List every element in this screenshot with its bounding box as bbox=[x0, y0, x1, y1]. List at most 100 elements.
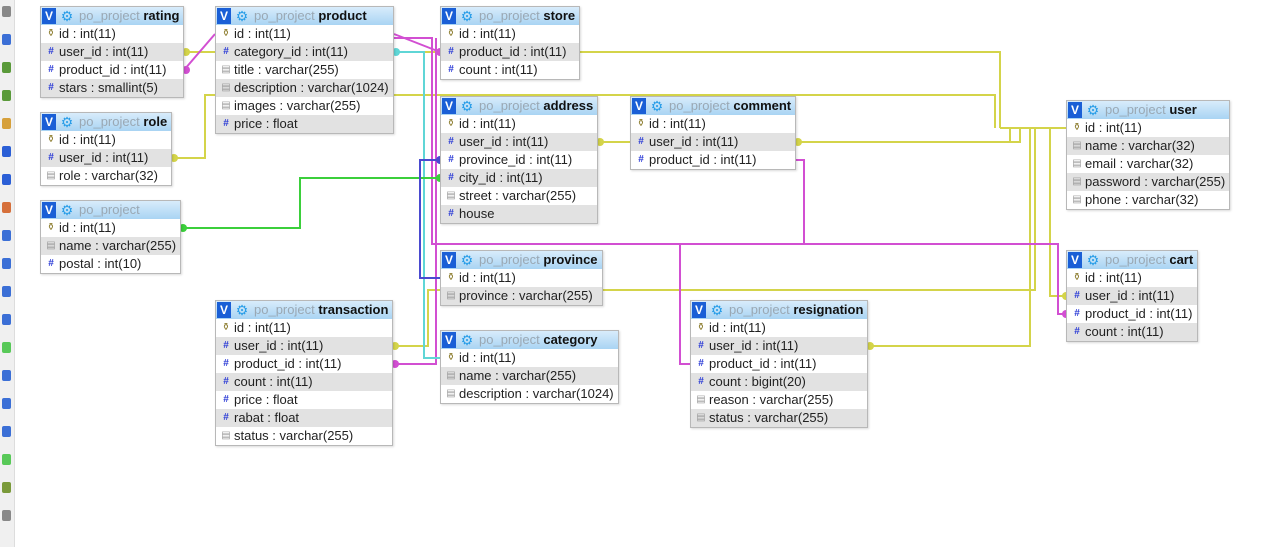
column-row[interactable]: #user_id : int(11) bbox=[441, 133, 598, 151]
table-role[interactable]: V⚙po_project role⚱id : int(11)#user_id :… bbox=[40, 112, 173, 186]
sidebar-tool-icon[interactable] bbox=[2, 370, 11, 381]
table-address[interactable]: V⚙po_project address⚱id : int(11)#user_i… bbox=[440, 96, 599, 224]
table-header[interactable]: V⚙po_project product bbox=[216, 7, 393, 25]
sidebar-tool-icon[interactable] bbox=[2, 426, 11, 437]
column-row[interactable]: ⚱id : int(11) bbox=[691, 319, 868, 337]
sidebar-tool-icon[interactable] bbox=[2, 118, 11, 129]
toggle-columns-icon[interactable]: V bbox=[42, 114, 56, 130]
table-province[interactable]: V⚙po_project province⚱id : int(11)▤provi… bbox=[440, 250, 603, 306]
table-comment[interactable]: V⚙po_project comment⚱id : int(11)#user_i… bbox=[630, 96, 797, 170]
table-cart[interactable]: V⚙po_project cart⚱id : int(11)#user_id :… bbox=[1066, 250, 1199, 342]
sidebar-tool-icon[interactable] bbox=[2, 454, 11, 465]
column-row[interactable]: #user_id : int(11) bbox=[216, 337, 393, 355]
gear-icon[interactable]: ⚙ bbox=[1086, 102, 1100, 118]
table-city[interactable]: V⚙po_project ⚱id : int(11)▤name : varcha… bbox=[40, 200, 182, 274]
table-store[interactable]: V⚙po_project store⚱id : int(11)#product_… bbox=[440, 6, 581, 80]
column-row[interactable]: ▤name : varchar(255) bbox=[441, 367, 618, 385]
column-row[interactable]: ▤status : varchar(255) bbox=[691, 409, 868, 427]
sidebar-tool-icon[interactable] bbox=[2, 286, 11, 297]
table-rating[interactable]: V⚙po_project rating⚱id : int(11)#user_id… bbox=[40, 6, 185, 98]
column-row[interactable]: #count : bigint(20) bbox=[691, 373, 868, 391]
column-row[interactable]: ▤password : varchar(255) bbox=[1067, 173, 1230, 191]
column-row[interactable]: #product_id : int(11) bbox=[41, 61, 184, 79]
column-row[interactable]: #count : int(11) bbox=[1067, 323, 1198, 341]
column-row[interactable]: ▤name : varchar(32) bbox=[1067, 137, 1230, 155]
gear-icon[interactable]: ⚙ bbox=[60, 202, 74, 218]
toggle-columns-icon[interactable]: V bbox=[442, 252, 456, 268]
column-row[interactable]: #user_id : int(11) bbox=[41, 149, 172, 167]
column-row[interactable]: #postal : int(10) bbox=[41, 255, 181, 273]
gear-icon[interactable]: ⚙ bbox=[460, 252, 474, 268]
column-row[interactable]: ⚱id : int(11) bbox=[1067, 119, 1230, 137]
column-row[interactable]: ▤name : varchar(255) bbox=[41, 237, 181, 255]
column-row[interactable]: #count : int(11) bbox=[441, 61, 580, 79]
table-header[interactable]: V⚙po_project role bbox=[41, 113, 172, 131]
sidebar-tool-icon[interactable] bbox=[2, 230, 11, 241]
column-row[interactable]: ⚱id : int(11) bbox=[1067, 269, 1198, 287]
column-row[interactable]: ▤province : varchar(255) bbox=[441, 287, 602, 305]
column-row[interactable]: ▤description : varchar(1024) bbox=[216, 79, 393, 97]
column-row[interactable]: ⚱id : int(11) bbox=[441, 25, 580, 43]
table-header[interactable]: V⚙po_project province bbox=[441, 251, 602, 269]
table-resignation[interactable]: V⚙po_project resignation⚱id : int(11)#us… bbox=[690, 300, 869, 428]
sidebar-tool-icon[interactable] bbox=[2, 202, 11, 213]
gear-icon[interactable]: ⚙ bbox=[460, 8, 474, 24]
table-header[interactable]: V⚙po_project transaction bbox=[216, 301, 393, 319]
column-row[interactable]: ▤phone : varchar(32) bbox=[1067, 191, 1230, 209]
sidebar-tool-icon[interactable] bbox=[2, 62, 11, 73]
gear-icon[interactable]: ⚙ bbox=[60, 114, 74, 130]
column-row[interactable]: ⚱id : int(11) bbox=[41, 131, 172, 149]
toggle-columns-icon[interactable]: V bbox=[1068, 252, 1082, 268]
gear-icon[interactable]: ⚙ bbox=[650, 98, 664, 114]
table-header[interactable]: V⚙po_project store bbox=[441, 7, 580, 25]
column-row[interactable]: #product_id : int(11) bbox=[1067, 305, 1198, 323]
column-row[interactable]: #rabat : float bbox=[216, 409, 393, 427]
table-header[interactable]: V⚙po_project comment bbox=[631, 97, 796, 115]
sidebar-tool-icon[interactable] bbox=[2, 342, 11, 353]
column-row[interactable]: #city_id : int(11) bbox=[441, 169, 598, 187]
table-transaction[interactable]: V⚙po_project transaction⚱id : int(11)#us… bbox=[215, 300, 394, 446]
gear-icon[interactable]: ⚙ bbox=[60, 8, 74, 24]
column-row[interactable]: #count : int(11) bbox=[216, 373, 393, 391]
column-row[interactable]: ▤title : varchar(255) bbox=[216, 61, 393, 79]
table-header[interactable]: V⚙po_project bbox=[41, 201, 181, 219]
column-row[interactable]: #product_id : int(11) bbox=[216, 355, 393, 373]
column-row[interactable]: ▤images : varchar(255) bbox=[216, 97, 393, 115]
sidebar-tool-icon[interactable] bbox=[2, 314, 11, 325]
table-header[interactable]: V⚙po_project user bbox=[1067, 101, 1230, 119]
toggle-columns-icon[interactable]: V bbox=[442, 8, 456, 24]
column-row[interactable]: #price : float bbox=[216, 391, 393, 409]
column-row[interactable]: ⚱id : int(11) bbox=[441, 115, 598, 133]
column-row[interactable]: ▤role : varchar(32) bbox=[41, 167, 172, 185]
column-row[interactable]: ▤description : varchar(1024) bbox=[441, 385, 618, 403]
column-row[interactable]: #province_id : int(11) bbox=[441, 151, 598, 169]
table-header[interactable]: V⚙po_project cart bbox=[1067, 251, 1198, 269]
column-row[interactable]: ▤street : varchar(255) bbox=[441, 187, 598, 205]
gear-icon[interactable]: ⚙ bbox=[710, 302, 724, 318]
column-row[interactable]: #user_id : int(11) bbox=[631, 133, 796, 151]
toggle-columns-icon[interactable]: V bbox=[217, 8, 231, 24]
column-row[interactable]: ▤status : varchar(255) bbox=[216, 427, 393, 445]
toggle-columns-icon[interactable]: V bbox=[442, 98, 456, 114]
column-row[interactable]: #product_id : int(11) bbox=[631, 151, 796, 169]
table-header[interactable]: V⚙po_project resignation bbox=[691, 301, 868, 319]
gear-icon[interactable]: ⚙ bbox=[235, 8, 249, 24]
toggle-columns-icon[interactable]: V bbox=[632, 98, 646, 114]
sidebar-tool-icon[interactable] bbox=[2, 510, 11, 521]
column-row[interactable]: ⚱id : int(11) bbox=[631, 115, 796, 133]
column-row[interactable]: ⚱id : int(11) bbox=[216, 25, 393, 43]
column-row[interactable]: #price : float bbox=[216, 115, 393, 133]
sidebar-tool-icon[interactable] bbox=[2, 90, 11, 101]
sidebar-tool-icon[interactable] bbox=[2, 398, 11, 409]
toggle-columns-icon[interactable]: V bbox=[217, 302, 231, 318]
table-header[interactable]: V⚙po_project category bbox=[441, 331, 618, 349]
table-product[interactable]: V⚙po_project product⚱id : int(11)#catego… bbox=[215, 6, 394, 134]
table-user[interactable]: V⚙po_project user⚱id : int(11)▤name : va… bbox=[1066, 100, 1231, 210]
column-row[interactable]: ⚱id : int(11) bbox=[41, 219, 181, 237]
sidebar-tool-icon[interactable] bbox=[2, 34, 11, 45]
column-row[interactable]: ⚱id : int(11) bbox=[441, 269, 602, 287]
column-row[interactable]: ⚱id : int(11) bbox=[41, 25, 184, 43]
column-row[interactable]: #user_id : int(11) bbox=[691, 337, 868, 355]
column-row[interactable]: #product_id : int(11) bbox=[691, 355, 868, 373]
gear-icon[interactable]: ⚙ bbox=[1086, 252, 1100, 268]
